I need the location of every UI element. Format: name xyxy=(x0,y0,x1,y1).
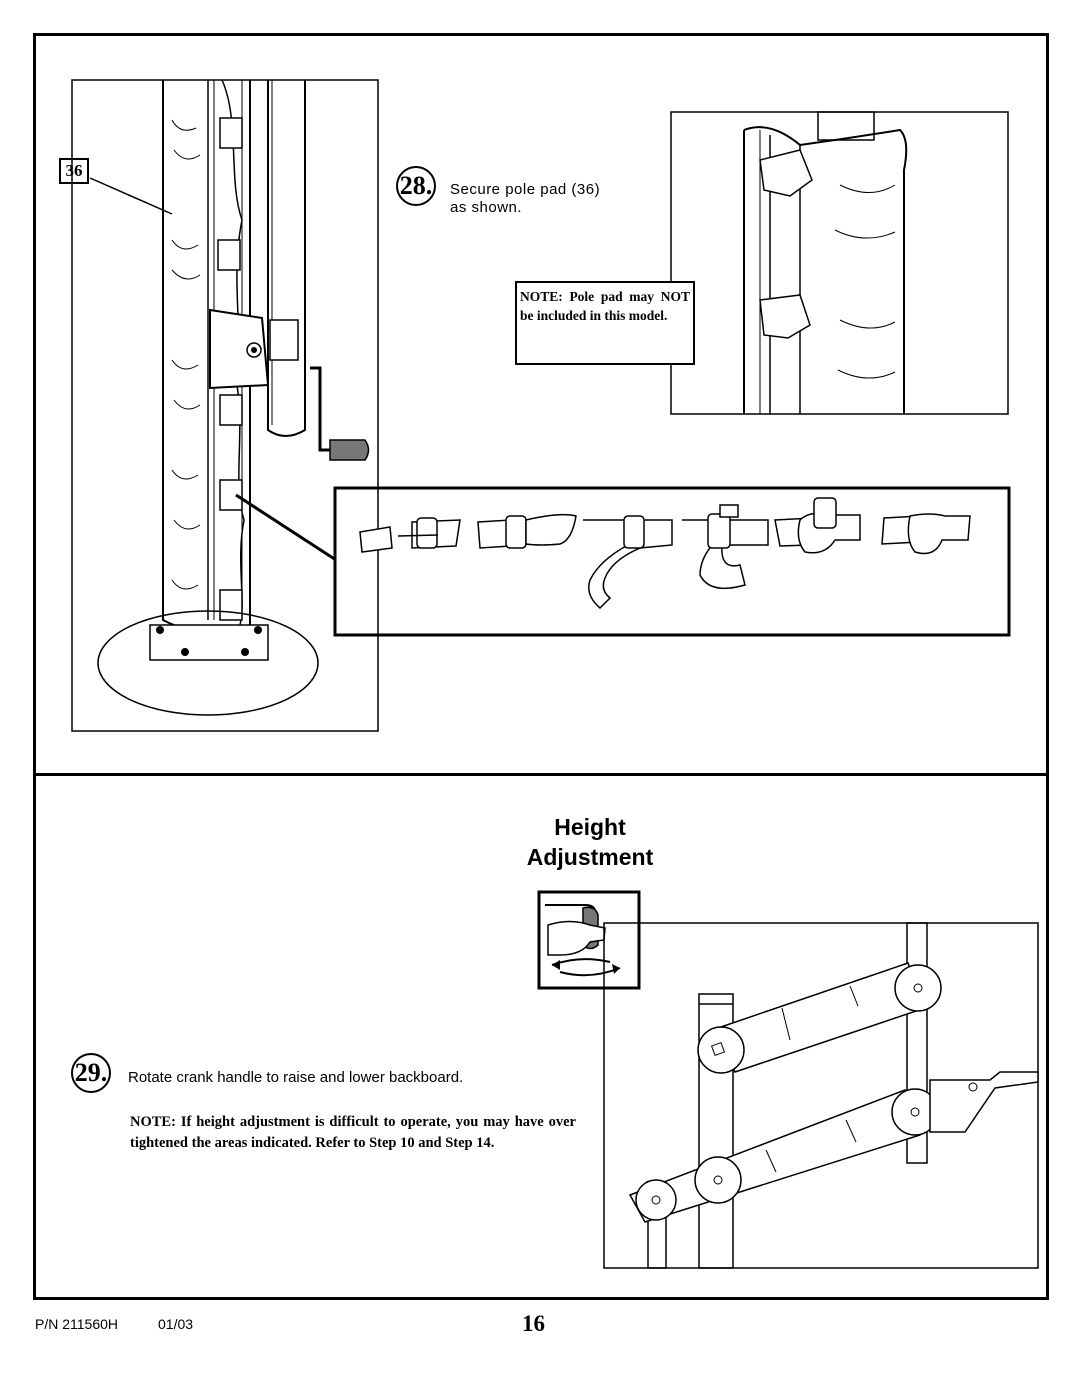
step-28-instruction: Secure pole pad (36) as shown. xyxy=(450,181,600,217)
step-28-note: NOTE: Pole pad may NOT be included in th… xyxy=(515,281,695,365)
section-title-line2: Adjustment xyxy=(526,844,654,870)
step-28-number: 28. xyxy=(396,166,436,206)
section-title-line1: Height xyxy=(554,814,626,840)
page-number: 16 xyxy=(522,1311,545,1336)
step-29-instruction: Rotate crank handle to raise and lower b… xyxy=(128,1069,464,1086)
step-29-note: NOTE: If height adjustment is difficult … xyxy=(130,1114,576,1151)
revision-date: 01/03 xyxy=(158,1316,194,1332)
step-29-number: 29. xyxy=(71,1053,111,1093)
section-title: Height Adjustment xyxy=(440,812,740,872)
part-number: P/N 211560H xyxy=(35,1316,119,1332)
step-28-instruction-line1: Secure pole pad (36) xyxy=(450,181,601,198)
bottom-panel-frame xyxy=(33,773,1049,1300)
step-28-instruction-line2: as shown. xyxy=(450,199,523,216)
part-callout-box: 36 xyxy=(59,158,89,184)
